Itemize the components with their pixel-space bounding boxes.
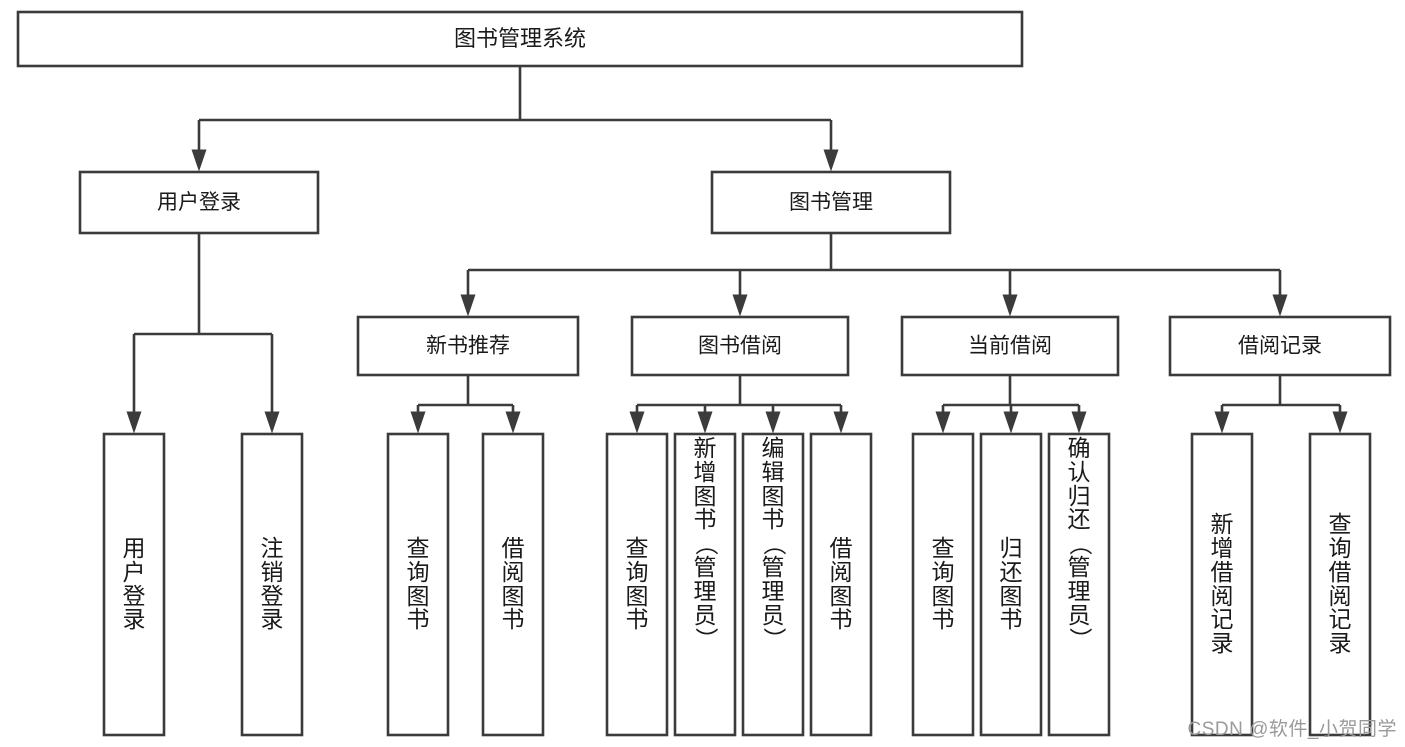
arrow-head-icon bbox=[1002, 294, 1018, 317]
arrow-head-icon bbox=[1214, 411, 1230, 434]
node-box-root[interactable] bbox=[16, 10, 1024, 68]
node-box-l1_user_login[interactable] bbox=[78, 170, 320, 235]
arrow-head-icon bbox=[191, 149, 207, 172]
node-label-l2_current: 当前借阅 bbox=[968, 335, 1052, 358]
arrow-head-icon bbox=[126, 411, 142, 434]
node-box-leaf_query_book_b[interactable] bbox=[605, 432, 669, 737]
arrow-head-icon bbox=[935, 411, 951, 434]
arrow-head-icon bbox=[1272, 294, 1288, 317]
arrow-head-icon bbox=[1071, 411, 1087, 434]
arrow-head-icon bbox=[1003, 411, 1019, 434]
node-box-leaf_return_book[interactable] bbox=[979, 432, 1043, 737]
node-box-leaf_edit_book[interactable] bbox=[741, 432, 805, 737]
arrow-head-icon bbox=[732, 294, 748, 317]
node-box-leaf_query_record[interactable] bbox=[1308, 432, 1372, 737]
node-box-l2_current[interactable] bbox=[900, 315, 1120, 377]
node-box-leaf_query_book_a[interactable] bbox=[386, 432, 450, 737]
node-label-l2_new_book_rec: 新书推荐 bbox=[426, 335, 510, 358]
node-label-l1_user_login: 用户登录 bbox=[157, 191, 241, 214]
arrow-head-icon bbox=[264, 411, 280, 434]
node-box-l2_book_borrow[interactable] bbox=[630, 315, 850, 377]
node-box-leaf_borrow_book_a[interactable] bbox=[481, 432, 545, 737]
arrow-head-icon bbox=[823, 149, 839, 172]
node-box-leaf_add_book[interactable] bbox=[673, 432, 737, 737]
watermark-text: CSDN @软件_小贺同学 bbox=[1187, 719, 1397, 740]
arrow-head-icon bbox=[1332, 411, 1348, 434]
arrow-head-icon bbox=[697, 411, 713, 434]
arrow-head-icon bbox=[410, 411, 426, 434]
node-label-root: 图书管理系统 bbox=[454, 26, 586, 51]
node-box-leaf_user_login[interactable] bbox=[102, 432, 166, 737]
node-box-leaf_add_record[interactable] bbox=[1190, 432, 1254, 737]
connector-layer bbox=[126, 66, 1348, 434]
node-box-leaf_query_book_c[interactable] bbox=[911, 432, 975, 737]
node-label-l2_record: 借阅记录 bbox=[1238, 335, 1322, 358]
node-box-l2_new_book_rec[interactable] bbox=[356, 315, 580, 377]
node-box-layer bbox=[16, 10, 1392, 737]
node-box-leaf_borrow_book_b[interactable] bbox=[809, 432, 873, 737]
arrow-head-icon bbox=[460, 294, 476, 317]
node-box-leaf_user_logout[interactable] bbox=[240, 432, 304, 737]
arrow-head-icon bbox=[505, 411, 521, 434]
node-label-l1_book_manage: 图书管理 bbox=[789, 191, 873, 214]
node-box-l1_book_manage[interactable] bbox=[710, 170, 952, 235]
arrow-head-icon bbox=[833, 411, 849, 434]
node-box-l2_record[interactable] bbox=[1168, 315, 1392, 377]
node-box-leaf_confirm_ret[interactable] bbox=[1047, 432, 1111, 737]
node-label-l2_book_borrow: 图书借阅 bbox=[698, 335, 782, 358]
arrow-head-icon bbox=[629, 411, 645, 434]
arrow-head-icon bbox=[765, 411, 781, 434]
